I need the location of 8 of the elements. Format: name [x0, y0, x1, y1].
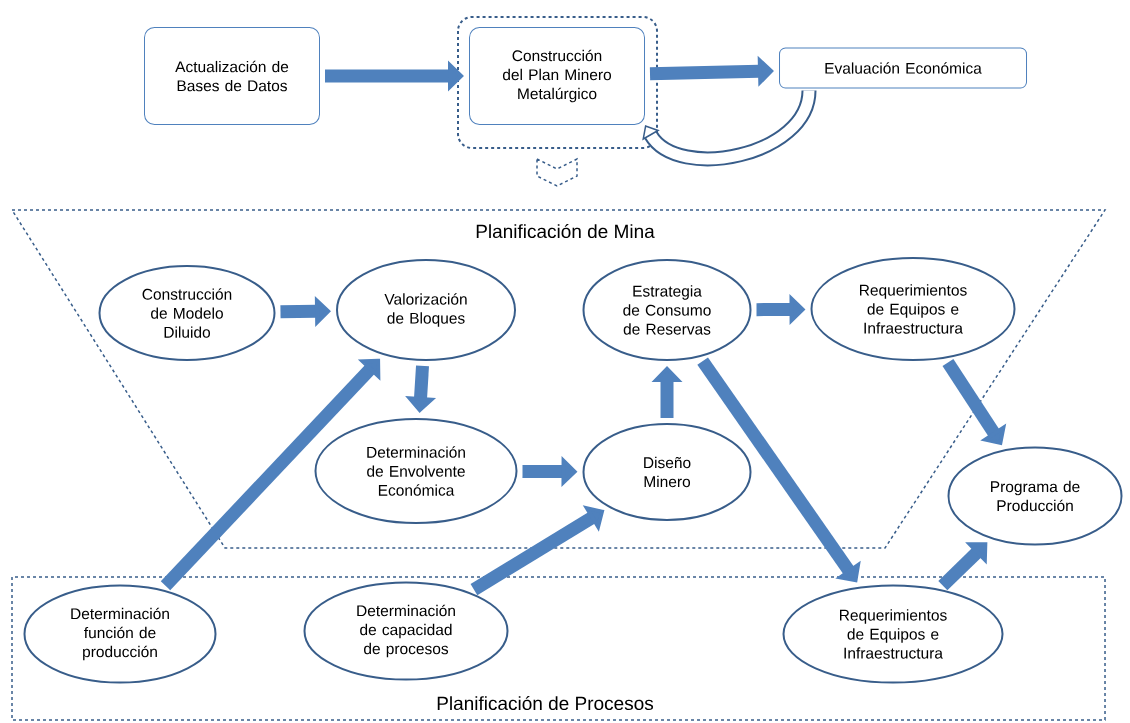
curved-arrow	[642, 89, 817, 167]
chevron-arrow	[536, 157, 578, 187]
block-arrow	[938, 542, 988, 591]
block-arrow	[160, 358, 381, 591]
process-box: Construcción del Plan Minero Metalúrgico	[469, 27, 645, 125]
process-box: Evaluación Económica	[779, 47, 1027, 89]
block-arrow	[697, 357, 861, 583]
process-box: Actualización de Bases de Datos	[144, 27, 320, 125]
